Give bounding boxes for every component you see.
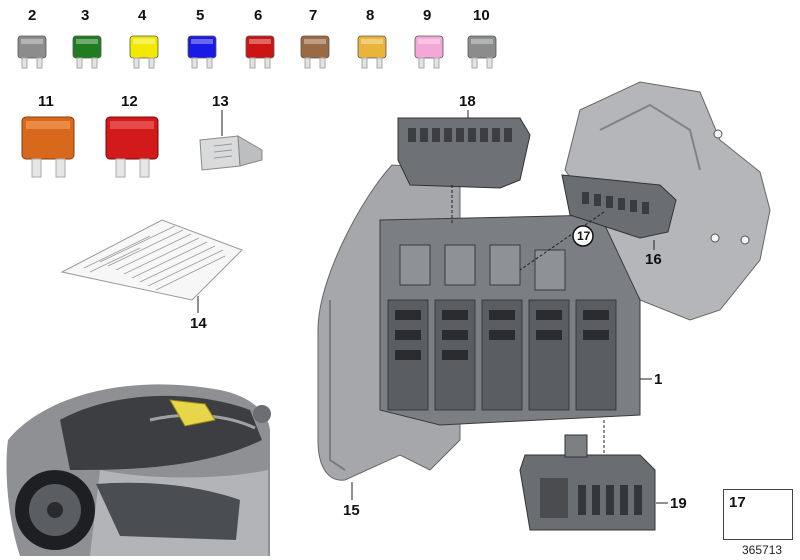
mini-fuse-row: [17, 35, 497, 69]
label-fuse-11: 11: [38, 93, 54, 110]
label-fuse-8: 8: [366, 7, 375, 24]
label-fuse-4: 4: [138, 7, 147, 24]
label-sheet-14: [60, 219, 243, 301]
maxi-fuse-12: [105, 116, 159, 178]
label-connector-19: 19: [670, 495, 687, 512]
label-connector-18: 18: [459, 93, 476, 110]
label-connector-16: 16: [645, 251, 662, 268]
label-fuse-7: 7: [309, 7, 318, 24]
mini-fuse-8: [357, 35, 387, 69]
label-relay-13: 13: [212, 93, 229, 110]
car-illustration: [6, 384, 271, 556]
label-fuse-6: 6: [254, 7, 263, 24]
label-callout-17: 17: [577, 229, 591, 243]
label-fuse-5: 5: [196, 7, 205, 24]
mini-fuse-10: [467, 35, 497, 69]
label-fuse-box-1: 1: [654, 371, 663, 388]
mini-fuse-4: [129, 35, 159, 69]
mini-fuse-2: [17, 35, 47, 69]
mini-fuse-6: [245, 35, 275, 69]
callout-17-circle: [572, 225, 594, 247]
reference-number: 365713: [742, 543, 783, 557]
mini-fuse-7: [300, 35, 330, 69]
nut-inset-box: 17: [723, 489, 793, 540]
label-nut-17: 17: [729, 494, 746, 511]
label-fuse-10: 10: [473, 7, 490, 24]
label-fuse-2: 2: [28, 7, 37, 24]
label-fuse-9: 9: [423, 7, 432, 24]
mini-fuse-3: [72, 35, 102, 69]
fuse-box-1: [379, 214, 641, 426]
connector-16: [561, 174, 677, 239]
label-fuse-3: 3: [81, 7, 90, 24]
mini-fuse-9: [414, 35, 444, 69]
connector-19: [519, 434, 656, 531]
relay-13: [199, 135, 263, 171]
label-bracket-15: 15: [343, 502, 360, 519]
connector-18: [397, 117, 531, 189]
label-fuse-12: 12: [121, 93, 138, 110]
maxi-fuse-11: [21, 116, 75, 178]
mini-fuse-5: [187, 35, 217, 69]
label-sheet-14: 14: [190, 315, 207, 332]
